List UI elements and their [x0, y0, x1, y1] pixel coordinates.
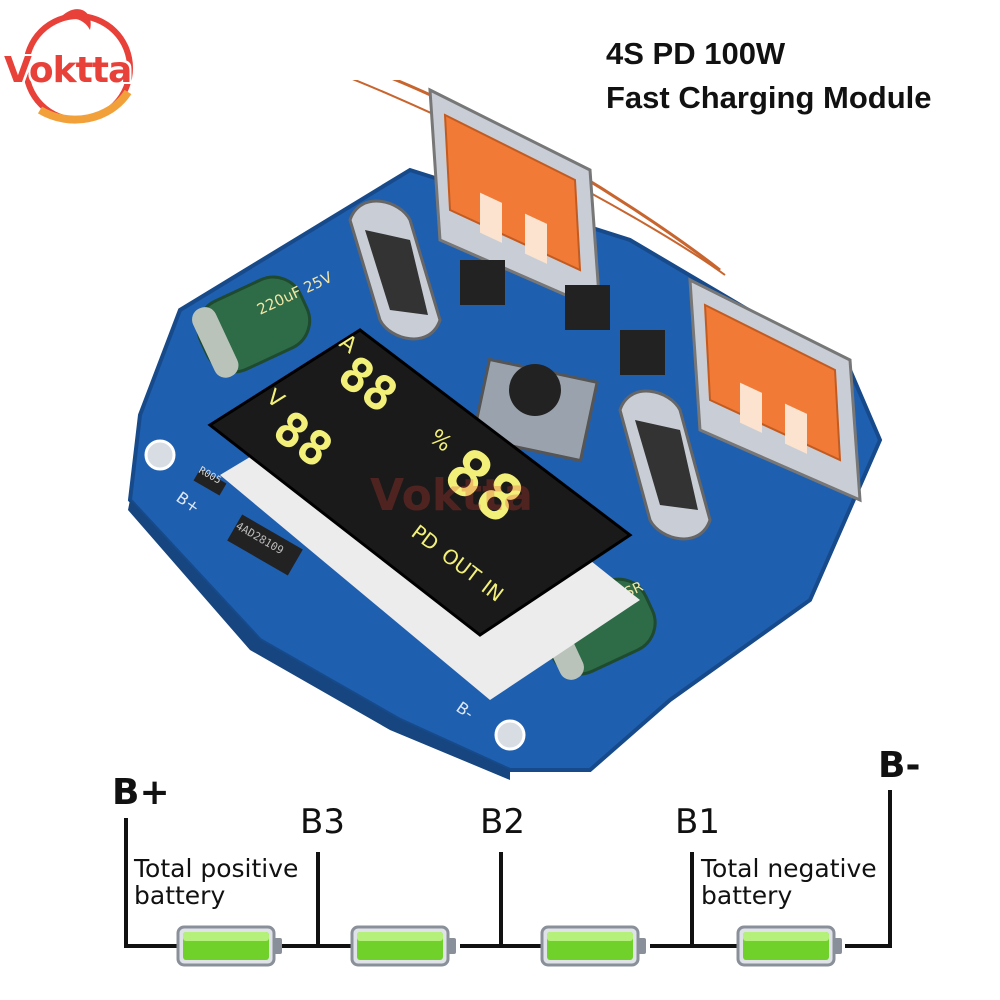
- label-b2: B2: [480, 802, 525, 842]
- label-total-negative: Total negative battery: [701, 855, 877, 909]
- label-b3: B3: [300, 802, 345, 842]
- product-title: 4S PD 100W Fast Charging Module: [606, 32, 932, 120]
- label-b-minus: B-: [878, 745, 921, 786]
- usb-a-port-right: [688, 277, 862, 503]
- label-total-negative-line1: Total negative: [701, 854, 877, 883]
- brand-logo-text: Voktta: [4, 50, 132, 91]
- usb-c-port-right: [618, 389, 712, 541]
- battery-cell-3: [540, 925, 646, 967]
- wire-b1: [690, 852, 694, 948]
- battery-cell-1: [176, 925, 282, 967]
- voktta-logo: [23, 9, 133, 124]
- label-b1: B1: [675, 802, 720, 842]
- resistor: [193, 468, 227, 496]
- wire-b2: [499, 852, 503, 948]
- label-total-positive: Total positive battery: [134, 855, 298, 909]
- label-total-positive-line1: Total positive: [134, 854, 299, 883]
- led-display: 88 88 88 A V % PD OUT IN: [207, 328, 640, 700]
- battery-cell-2: [350, 925, 456, 967]
- label-total-positive-line2: battery: [134, 881, 226, 910]
- wire-cell1-cell2: [282, 944, 354, 948]
- wire-b-minus-vertical: [888, 790, 892, 948]
- ic-chip-2: [565, 285, 610, 330]
- wire-cell2-cell3: [460, 944, 542, 948]
- pad-b-minus: [494, 719, 526, 751]
- watermark: Voktta: [370, 470, 533, 521]
- ic-chip-1: [460, 260, 505, 305]
- usb-c-port-top: [348, 199, 442, 341]
- chip-4ad: [227, 514, 303, 576]
- title-line-2: Fast Charging Module: [606, 80, 932, 115]
- wire-b3: [316, 852, 320, 948]
- battery-cell-4: [736, 925, 842, 967]
- push-button: [471, 357, 599, 463]
- ic-chip-3: [620, 330, 665, 375]
- charging-module-board: 220uF 25V LOWESR 88 88 88 A V % PD OUT I…: [127, 80, 883, 780]
- label-total-negative-line2: battery: [701, 881, 793, 910]
- wire-b-plus-horizontal: [124, 944, 184, 948]
- title-line-1: 4S PD 100W: [606, 36, 786, 71]
- usb-a-port-top: [428, 87, 602, 313]
- wire-b-plus-vertical: [124, 818, 128, 948]
- pad-b-plus: [144, 439, 176, 471]
- wire-cell3-cell4: [650, 944, 738, 948]
- capacitor-left: [192, 275, 312, 378]
- wire-b-minus-horizontal: [845, 944, 892, 948]
- label-b-plus: B+: [112, 772, 170, 813]
